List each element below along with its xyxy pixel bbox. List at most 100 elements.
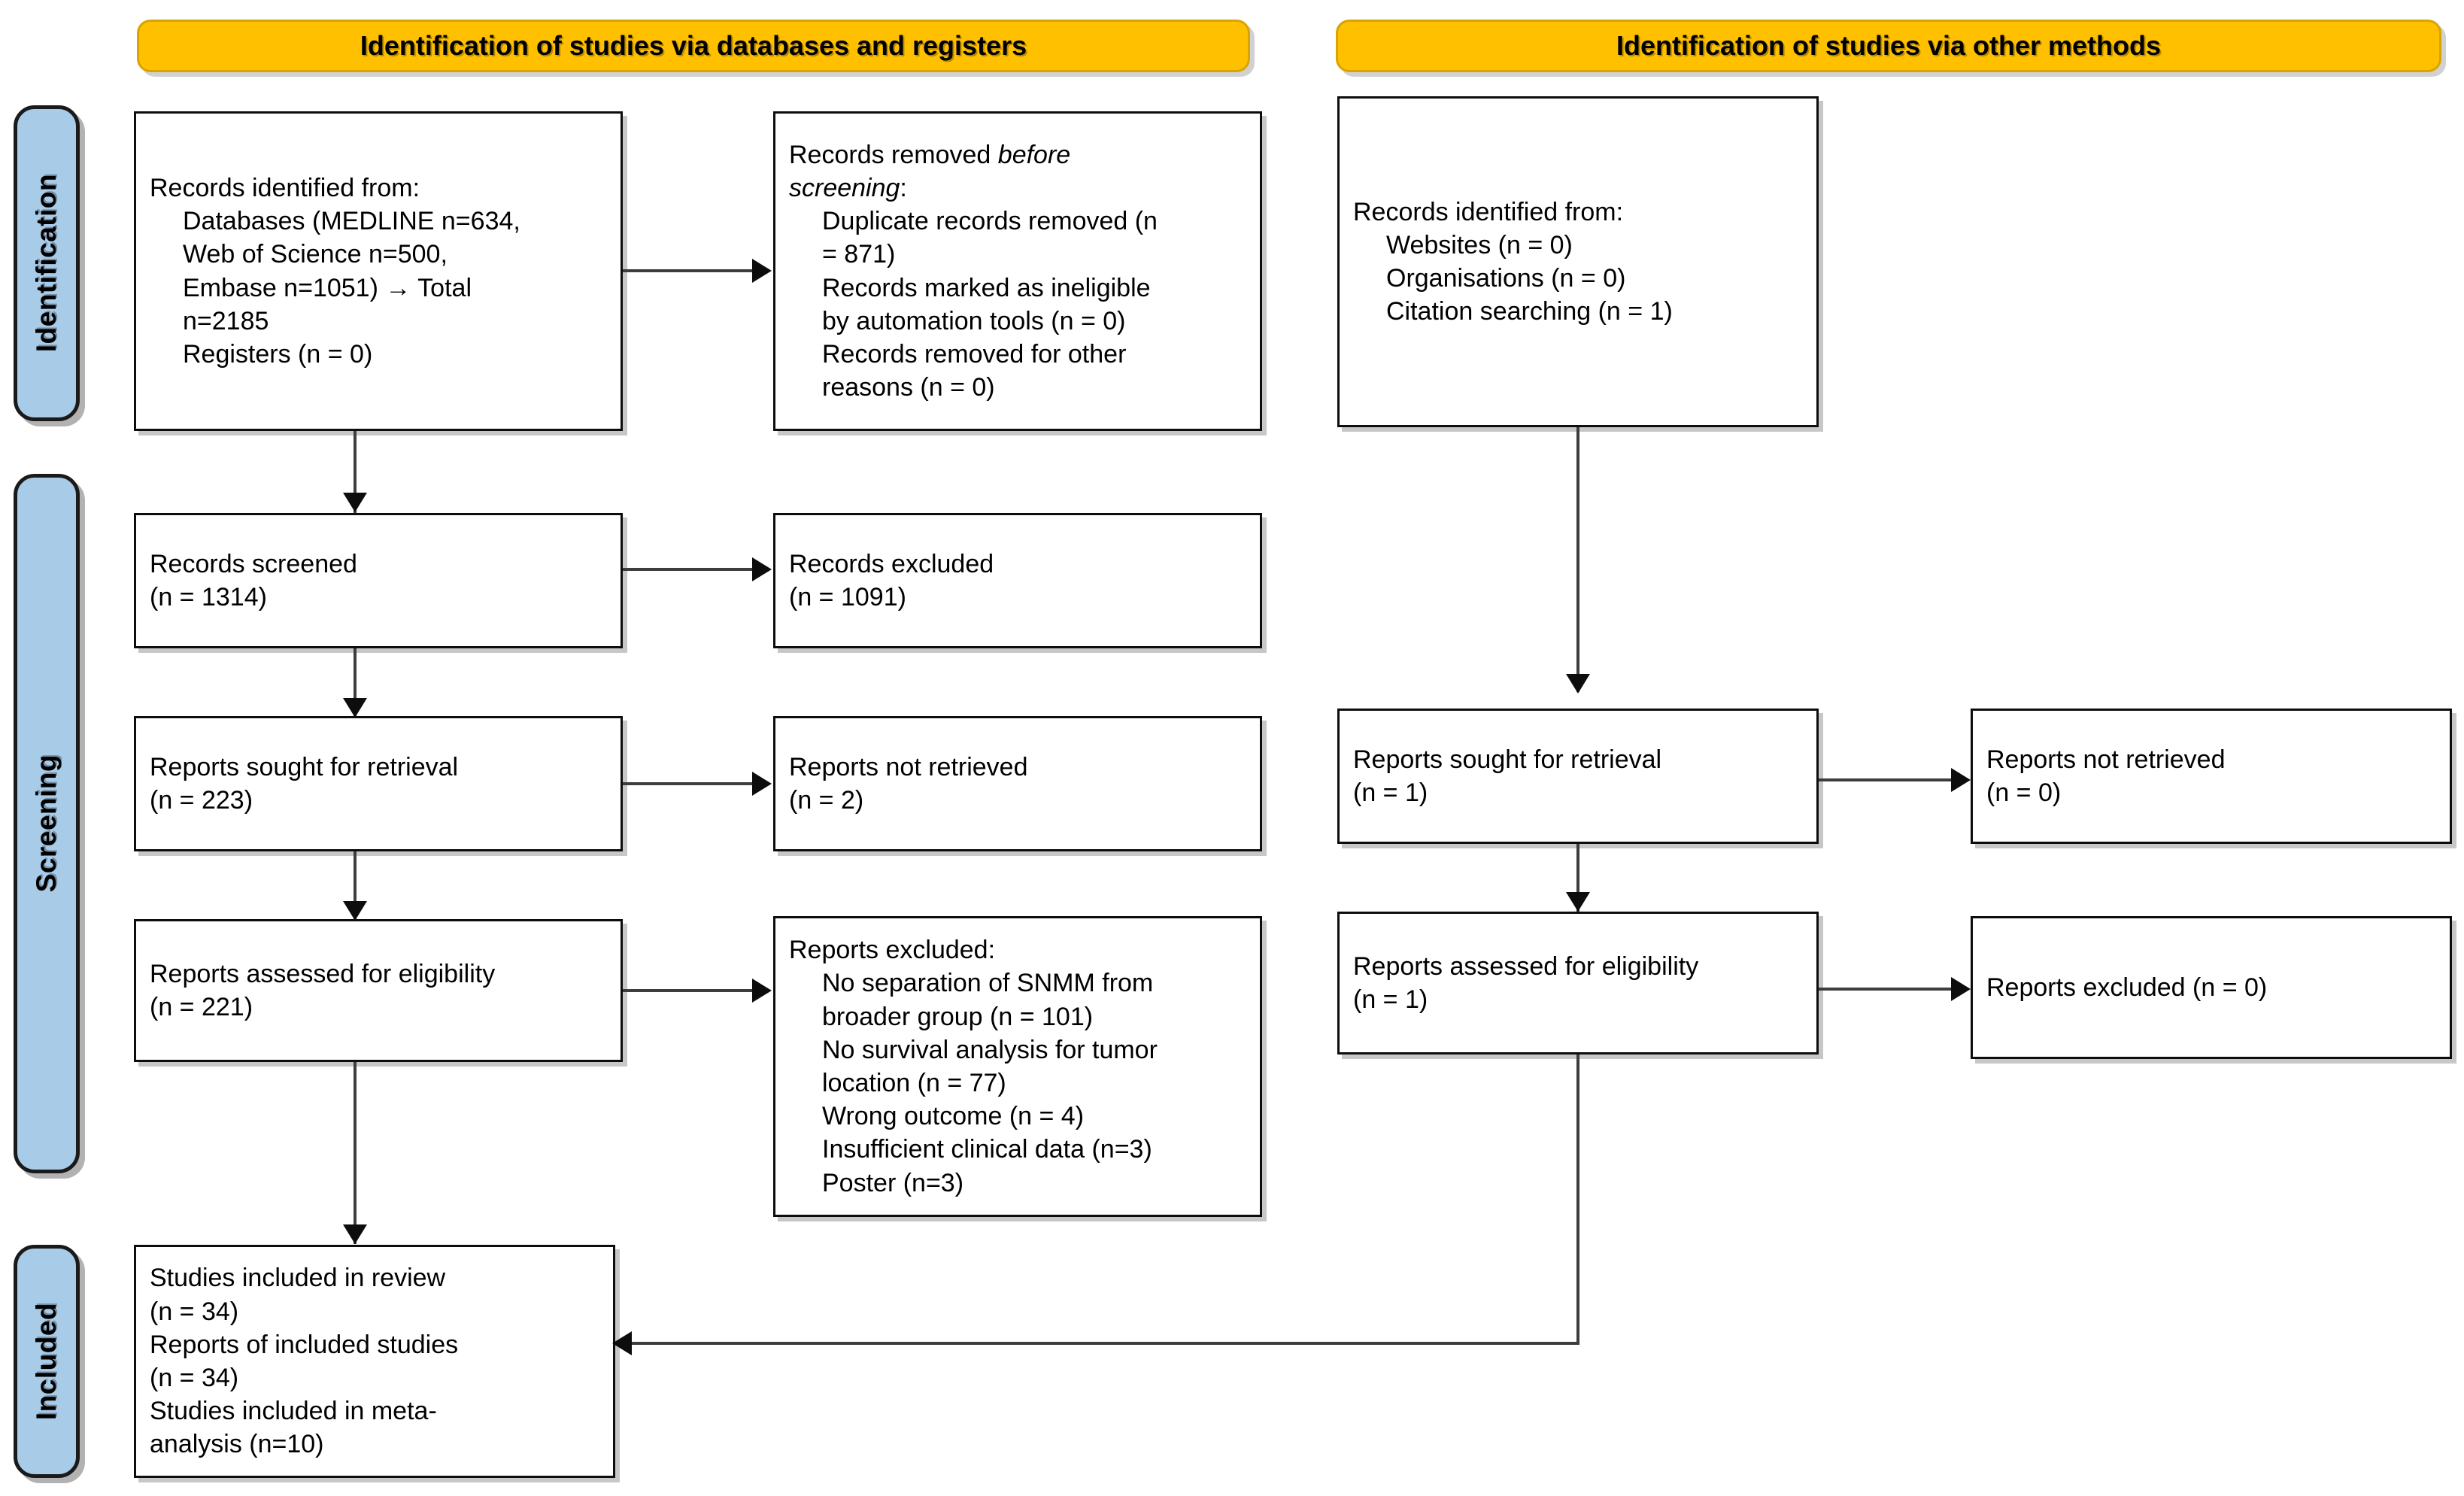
box-studies-included: Studies included in review (n = 34) Repo… xyxy=(134,1245,615,1478)
line: Reports sought for retrieval xyxy=(150,752,459,781)
arrow-screened-to-excluded xyxy=(752,557,772,581)
connector-right-to-included-horizontal xyxy=(632,1342,1579,1345)
box-reports-assessed-right-text: Reports assessed for eligibility (n = 1) xyxy=(1340,950,1816,1016)
connector-sought-to-not-retrieved-left xyxy=(623,782,752,785)
line: Citation searching (n = 1) xyxy=(1386,297,1673,326)
line: Embase n=1051) → Total xyxy=(183,273,472,302)
box-records-excluded: Records excluded (n = 1091) xyxy=(773,513,1262,648)
line: Reports excluded: xyxy=(789,936,996,965)
stage-tab-included: Included xyxy=(14,1245,80,1478)
box-reports-assessed-left-text: Reports assessed for eligibility (n = 22… xyxy=(136,957,621,1024)
connector-identified-to-removed xyxy=(623,269,752,272)
box-reports-assessed-right: Reports assessed for eligibility (n = 1) xyxy=(1337,912,1819,1054)
connector-right-to-included-vertical xyxy=(1576,1054,1579,1343)
line: Websites (n = 0) xyxy=(1386,230,1573,259)
box-records-screened-text: Records screened (n = 1314) xyxy=(136,548,621,614)
connector-assessed-to-excluded-right xyxy=(1819,988,1951,991)
stage-tab-identification-label: Identification xyxy=(31,174,62,353)
box-reports-sought-left-text: Reports sought for retrieval (n = 223) xyxy=(136,751,621,817)
line: Reports not retrieved xyxy=(789,752,1028,781)
line: Reports of included studies xyxy=(150,1330,459,1359)
line: No survival analysis for tumor xyxy=(822,1035,1158,1064)
section-header-databases: Identification of studies via databases … xyxy=(137,20,1250,72)
box-reports-excluded-left: Reports excluded: No separation of SNMM … xyxy=(773,916,1262,1217)
arrow-assessed-to-excluded-right xyxy=(1951,977,1971,1001)
box-records-excluded-text: Records excluded (n = 1091) xyxy=(775,548,1260,614)
line: No separation of SNMM from xyxy=(822,969,1154,998)
connector-identified-to-screened xyxy=(354,431,357,514)
box-reports-sought-right: Reports sought for retrieval (n = 1) xyxy=(1337,709,1819,844)
connector-screened-to-sought xyxy=(354,648,357,718)
box-reports-not-retrieved-right: Reports not retrieved (n = 0) xyxy=(1971,709,2452,844)
stage-tab-identification: Identification xyxy=(14,105,80,421)
line: Web of Science n=500, xyxy=(183,240,448,269)
box-reports-assessed-left: Reports assessed for eligibility (n = 22… xyxy=(134,919,623,1062)
line: location (n = 77) xyxy=(822,1069,1006,1097)
arrow-identified-to-screened xyxy=(343,493,367,512)
box-records-screened: Records screened (n = 1314) xyxy=(134,513,623,648)
line: (n = 1091) xyxy=(789,583,906,611)
connector-screened-to-excluded xyxy=(623,568,752,571)
line: by automation tools (n = 0) xyxy=(822,306,1126,335)
arrow-screened-to-sought xyxy=(343,698,367,718)
line: screening: xyxy=(789,173,907,202)
box-reports-excluded-right: Reports excluded (n = 0) xyxy=(1971,916,2452,1059)
line: Reports sought for retrieval xyxy=(1353,745,1662,774)
box-reports-excluded-left-text: Reports excluded: No separation of SNMM … xyxy=(775,933,1260,1200)
arrow-sought-to-not-retrieved-left xyxy=(752,772,772,796)
connector-assessed-to-included xyxy=(354,1062,357,1244)
box-reports-sought-right-text: Reports sought for retrieval (n = 1) xyxy=(1340,743,1816,809)
box-reports-sought-left: Reports sought for retrieval (n = 223) xyxy=(134,716,623,851)
box-records-removed-before-screening: Records removed before screening: Duplic… xyxy=(773,111,1262,431)
line: analysis (n=10) xyxy=(150,1430,324,1459)
arrow-assessed-to-included xyxy=(343,1224,367,1244)
stage-tab-screening-label: Screening xyxy=(31,754,62,893)
box-studies-included-text: Studies included in review (n = 34) Repo… xyxy=(136,1261,613,1461)
arrow-sought-to-assessed-left xyxy=(343,901,367,921)
line: Duplicate records removed (n xyxy=(822,207,1158,236)
box-reports-not-retrieved-left-text: Reports not retrieved (n = 2) xyxy=(775,751,1260,817)
line: Records removed before xyxy=(789,140,1071,169)
section-header-other-methods-label: Identification of studies via other meth… xyxy=(1616,30,2162,61)
line: Reports assessed for eligibility xyxy=(150,959,496,988)
box-records-identified-other-text: Records identified from: Websites (n = 0… xyxy=(1340,196,1816,329)
box-reports-not-retrieved-right-text: Reports not retrieved (n = 0) xyxy=(1973,743,2450,809)
line: Reports not retrieved xyxy=(1986,745,2226,774)
line: Studies included in meta- xyxy=(150,1397,437,1426)
arrow-assessed-to-excluded-left xyxy=(752,979,772,1003)
line: Records excluded xyxy=(789,549,994,578)
line: (n = 34) xyxy=(150,1297,239,1326)
arrow-identified-to-removed xyxy=(752,259,772,283)
box-records-identified-other: Records identified from: Websites (n = 0… xyxy=(1337,96,1819,427)
line: (n = 1314) xyxy=(150,583,267,611)
box-records-identified-text: Records identified from: Databases (MEDL… xyxy=(136,171,621,371)
connector-assessed-to-excluded-left xyxy=(623,989,752,992)
section-header-other-methods: Identification of studies via other meth… xyxy=(1336,20,2441,72)
line: reasons (n = 0) xyxy=(822,373,995,402)
connector-sought-to-assessed-left xyxy=(354,851,357,921)
box-records-removed-text: Records removed before screening: Duplic… xyxy=(775,138,1260,405)
stage-tab-screening: Screening xyxy=(14,474,80,1173)
arrow-sought-to-assessed-right xyxy=(1566,892,1590,912)
box-records-identified: Records identified from: Databases (MEDL… xyxy=(134,111,623,431)
line: Studies included in review xyxy=(150,1264,446,1293)
line: broader group (n = 101) xyxy=(822,1002,1094,1031)
line: Records screened xyxy=(150,549,357,578)
line: = 871) xyxy=(822,240,896,269)
arrow-right-to-included xyxy=(612,1331,632,1355)
line: Records removed for other xyxy=(822,339,1127,369)
box-reports-not-retrieved-left: Reports not retrieved (n = 2) xyxy=(773,716,1262,851)
line: (n = 221) xyxy=(150,993,253,1021)
section-header-databases-label: Identification of studies via databases … xyxy=(360,30,1027,61)
connector-sought-to-assessed-right xyxy=(1576,844,1579,912)
line: (n = 223) xyxy=(150,786,253,815)
line: n=2185 xyxy=(183,306,269,335)
line: Insufficient clinical data (n=3) xyxy=(822,1135,1152,1164)
line: (n = 34) xyxy=(150,1364,239,1392)
line: Organisations (n = 0) xyxy=(1386,264,1626,293)
arrow-identified-other-to-sought-right xyxy=(1566,674,1590,693)
line: Registers (n = 0) xyxy=(183,339,373,369)
line: Records marked as ineligible xyxy=(822,273,1151,302)
line: (n = 2) xyxy=(789,786,864,815)
